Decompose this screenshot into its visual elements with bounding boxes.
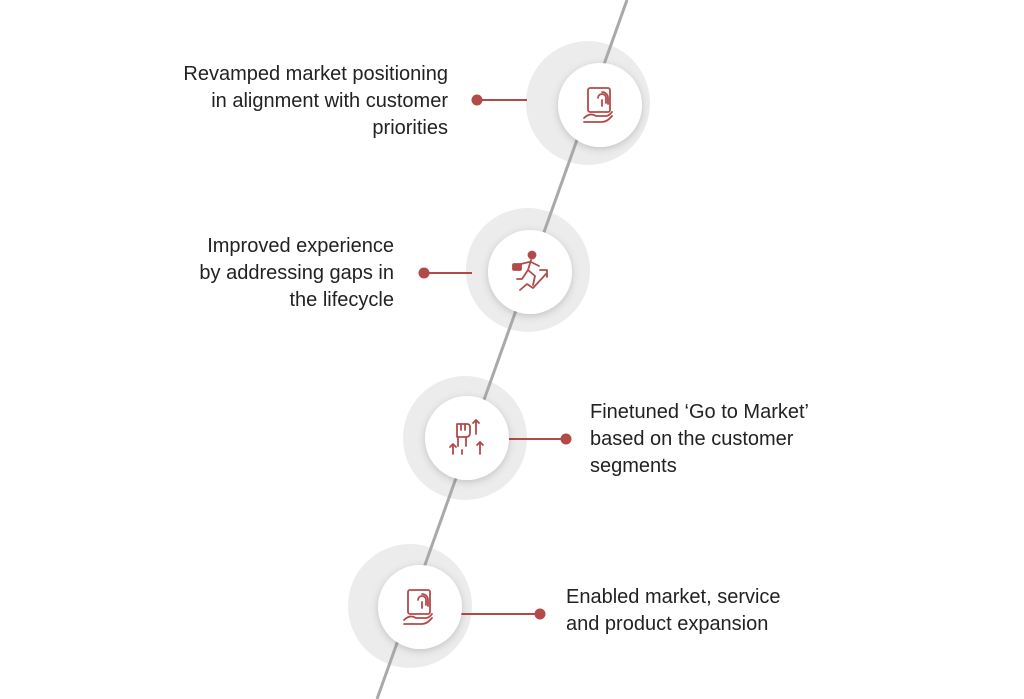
icon-circle-4 — [378, 565, 462, 649]
connector-2 — [418, 267, 472, 279]
milestone-4-text: Enabled market, service and product expa… — [566, 584, 781, 638]
connector-3 — [508, 433, 572, 445]
milestone-3-text: Finetuned ‘Go to Market’ based on the cu… — [590, 399, 809, 480]
milestone-1-text: Revamped market positioning in alignment… — [183, 61, 448, 142]
connector-4 — [461, 608, 546, 620]
milestone-1-line-3: priorities — [372, 117, 448, 139]
hand-fingerprint-icon — [583, 87, 613, 123]
connector-1 — [471, 94, 527, 106]
milestone-1-line-1: Revamped market positioning — [183, 63, 448, 85]
businessman-climbing-arrow-icon — [512, 250, 548, 291]
icon-circle-3 — [425, 396, 509, 480]
milestone-2-line-1: Improved experience — [207, 235, 394, 257]
icon-circle-1 — [558, 63, 642, 147]
fist-up-arrows-icon — [449, 419, 484, 455]
milestone-2-line-3: the lifecycle — [289, 289, 395, 311]
milestone-1-line-2: in alignment with customer — [211, 90, 448, 112]
milestone-2-line-2: by addressing gaps in — [199, 262, 394, 284]
milestone-4-line-2: and product expansion — [566, 613, 769, 635]
milestone-2-text: Improved experience by addressing gaps i… — [199, 233, 394, 314]
milestone-4-line-1: Enabled market, service — [566, 586, 781, 608]
milestone-3-line-2: based on the customer — [590, 428, 794, 450]
milestone-3-line-1: Finetuned ‘Go to Market’ — [590, 401, 809, 423]
hand-fingerprint-icon — [403, 589, 433, 625]
milestone-3-line-3: segments — [590, 455, 677, 477]
